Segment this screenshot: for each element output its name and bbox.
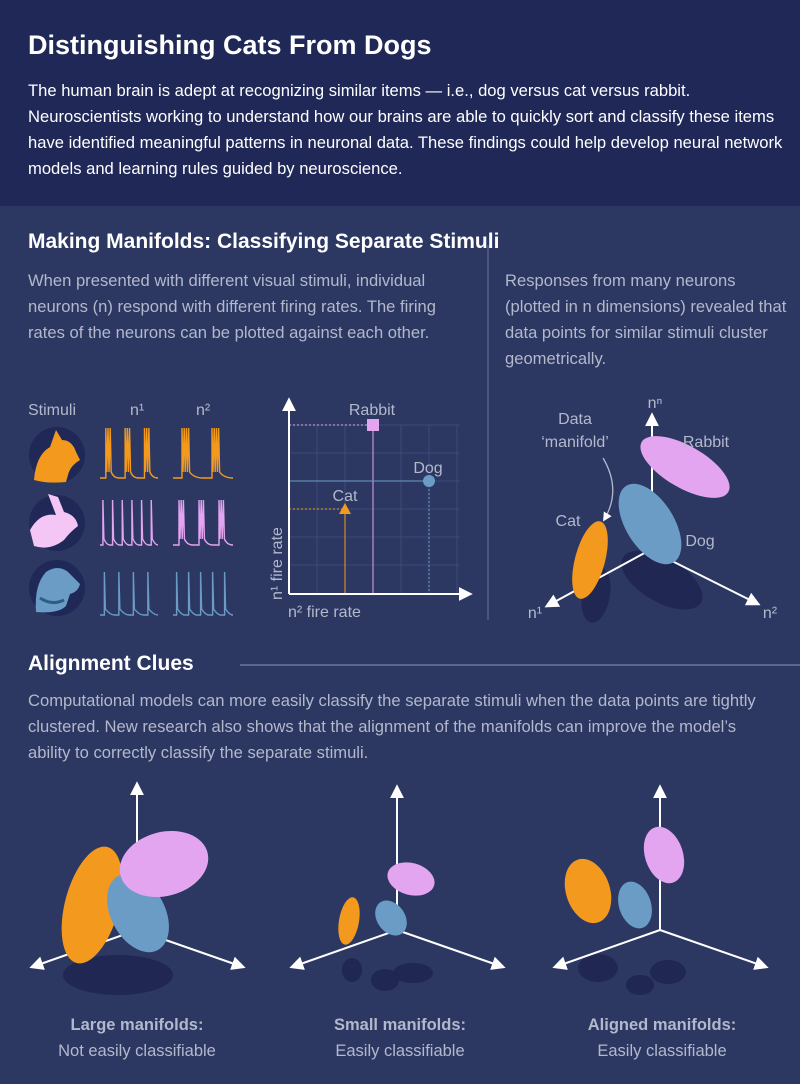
panel-caption-aligned: Aligned manifolds: Easily classifiable xyxy=(542,1012,782,1064)
spike-train-n2 xyxy=(173,571,234,616)
header-banner xyxy=(0,0,800,206)
dog-stimulus-icon xyxy=(29,560,85,616)
panel-caption-large: Large manifolds: Not easily classifiable xyxy=(17,1012,257,1064)
n2-header: n² xyxy=(196,402,211,419)
axis-n1-label: n¹ xyxy=(528,605,542,622)
rabbit-label: Rabbit xyxy=(349,402,396,419)
manifolds-left-text: When presented with different visual sti… xyxy=(28,271,436,342)
spike-train-n1 xyxy=(100,571,159,616)
panel-caption-small: Small manifolds: Easily classifiable xyxy=(280,1012,520,1064)
annotation-manifold: ‘manifold’ xyxy=(541,434,609,451)
spike-trains xyxy=(100,427,234,616)
alignment-text: Computational models can more easily cla… xyxy=(28,691,756,762)
n1-header: n¹ xyxy=(130,402,144,419)
cat-manifold xyxy=(572,521,608,599)
panel-subtitle: Not easily classifiable xyxy=(58,1042,216,1060)
axis-n2-label: n² xyxy=(763,605,778,622)
dog-3d-label: Dog xyxy=(685,533,714,550)
stimuli-header: Stimuli xyxy=(28,402,76,419)
dog-manifold xyxy=(618,483,682,565)
dog-point xyxy=(423,475,435,487)
rabbit-3d-label: Rabbit xyxy=(683,434,730,451)
rabbit-point xyxy=(367,419,379,431)
annotation-data: Data xyxy=(558,411,592,428)
axis-nn-label: nⁿ xyxy=(648,395,663,412)
panel-title: Small manifolds: xyxy=(333,1016,467,1034)
rabbit-manifold xyxy=(640,436,730,498)
intro-text: The human brain is adept at recognizing … xyxy=(28,81,783,178)
panel-subtitle: Easily classifiable xyxy=(335,1042,465,1060)
page-title: Distinguishing Cats From Dogs xyxy=(28,30,432,60)
dog-label: Dog xyxy=(413,460,442,477)
aligned-manifolds-diagram xyxy=(552,784,769,995)
spike-train-n2 xyxy=(173,427,234,479)
panel-title: Large manifolds: xyxy=(70,1016,204,1034)
spike-train-n1 xyxy=(100,427,159,479)
cat-label: Cat xyxy=(333,488,358,505)
x-axis-label: n² fire rate xyxy=(288,604,361,621)
spike-train-n2 xyxy=(173,499,234,546)
firing-rate-plot: Rabbit Dog Cat n¹ fire rate n² fire rate xyxy=(269,397,473,621)
small-manifolds-diagram xyxy=(289,784,506,991)
section-title-manifolds: Making Manifolds: Classifying Separate S… xyxy=(28,230,500,253)
section-title-alignment: Alignment Clues xyxy=(28,652,194,675)
manifold-3d-diagram: nⁿ n¹ n² Data ‘manifold’ Cat Dog Rabbit xyxy=(528,395,778,623)
rabbit-stimulus-icon xyxy=(29,494,85,551)
y-axis-label: n¹ fire rate xyxy=(269,527,286,600)
spike-train-n1 xyxy=(100,499,159,546)
panel-subtitle: Easily classifiable xyxy=(597,1042,727,1060)
manifolds-right-text: Responses from many neurons (plotted in … xyxy=(505,271,787,368)
panel-title: Aligned manifolds: xyxy=(587,1016,737,1034)
cat-3d-label: Cat xyxy=(556,513,581,530)
large-manifolds-diagram xyxy=(29,781,246,995)
cat-stimulus-icon xyxy=(29,427,85,483)
cat-point xyxy=(339,503,351,514)
